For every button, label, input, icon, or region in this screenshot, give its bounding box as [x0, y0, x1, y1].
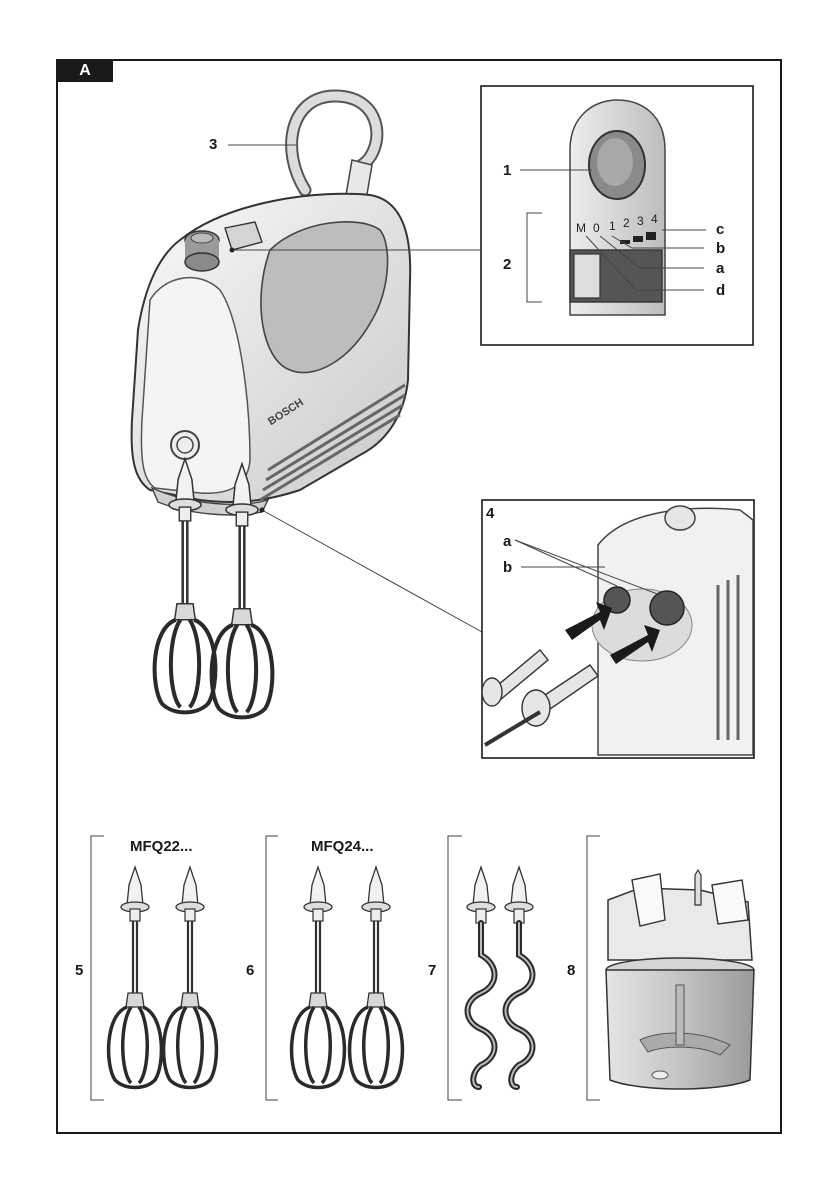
- scale-mark-m: M: [576, 221, 586, 235]
- scale-mark-2: 2: [623, 216, 630, 230]
- model-mfq24: MFQ24...: [311, 838, 374, 855]
- accessories-row: [91, 836, 754, 1100]
- scale-mark-3: 3: [637, 214, 644, 228]
- label-ejector-button: 1: [503, 163, 511, 178]
- label-accessory-6: 6: [246, 963, 254, 978]
- scale-mark-1: 1: [609, 219, 616, 233]
- label-accessory-8: 8: [567, 963, 575, 978]
- label-level-a: a: [716, 261, 724, 276]
- hand-mixer-drawing: [132, 96, 482, 717]
- label-socket-b: b: [503, 560, 512, 575]
- scale-mark-4: 4: [651, 212, 658, 226]
- chopper-drawing: [606, 870, 754, 1089]
- label-switch: 2: [503, 257, 511, 272]
- label-accessory-7: 7: [428, 963, 436, 978]
- switch-detail-panel: [481, 86, 753, 345]
- label-level-d: d: [716, 283, 725, 298]
- label-accessory-5: 5: [75, 963, 83, 978]
- label-level-b: b: [716, 241, 725, 256]
- label-socket-a: a: [503, 534, 511, 549]
- scale-mark-0: 0: [593, 221, 600, 235]
- figure-tab-label: A: [57, 60, 113, 82]
- socket-detail-panel: [482, 500, 754, 758]
- model-mfq22: MFQ22...: [130, 838, 193, 855]
- label-socket-panel: 4: [486, 506, 494, 521]
- label-power-cord: 3: [209, 137, 217, 152]
- label-level-c: c: [716, 222, 724, 237]
